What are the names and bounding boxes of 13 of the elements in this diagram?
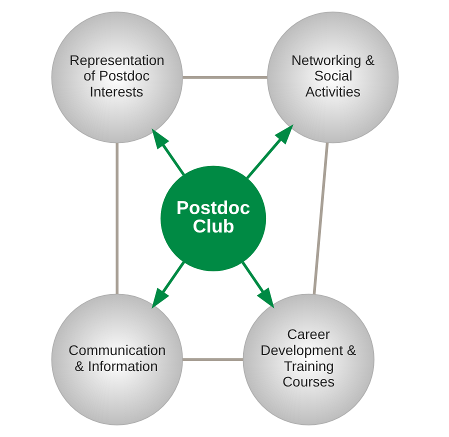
- connector: [312, 142, 328, 294]
- node-circle: Networking & Social Activities: [266, 12, 398, 144]
- connector: [182, 76, 267, 79]
- connector: [115, 143, 118, 294]
- node-circle: Career Development & Training Courses: [242, 294, 374, 426]
- connector: [182, 358, 243, 361]
- arrow: [151, 261, 185, 309]
- node-circle: Postdoc Club: [160, 166, 266, 272]
- arrow: [246, 124, 293, 180]
- node-circle: Representation of Postdoc Interests: [50, 12, 182, 144]
- node-circle: Communication & Information: [50, 294, 182, 426]
- arrow: [151, 128, 184, 176]
- arrow: [241, 262, 274, 309]
